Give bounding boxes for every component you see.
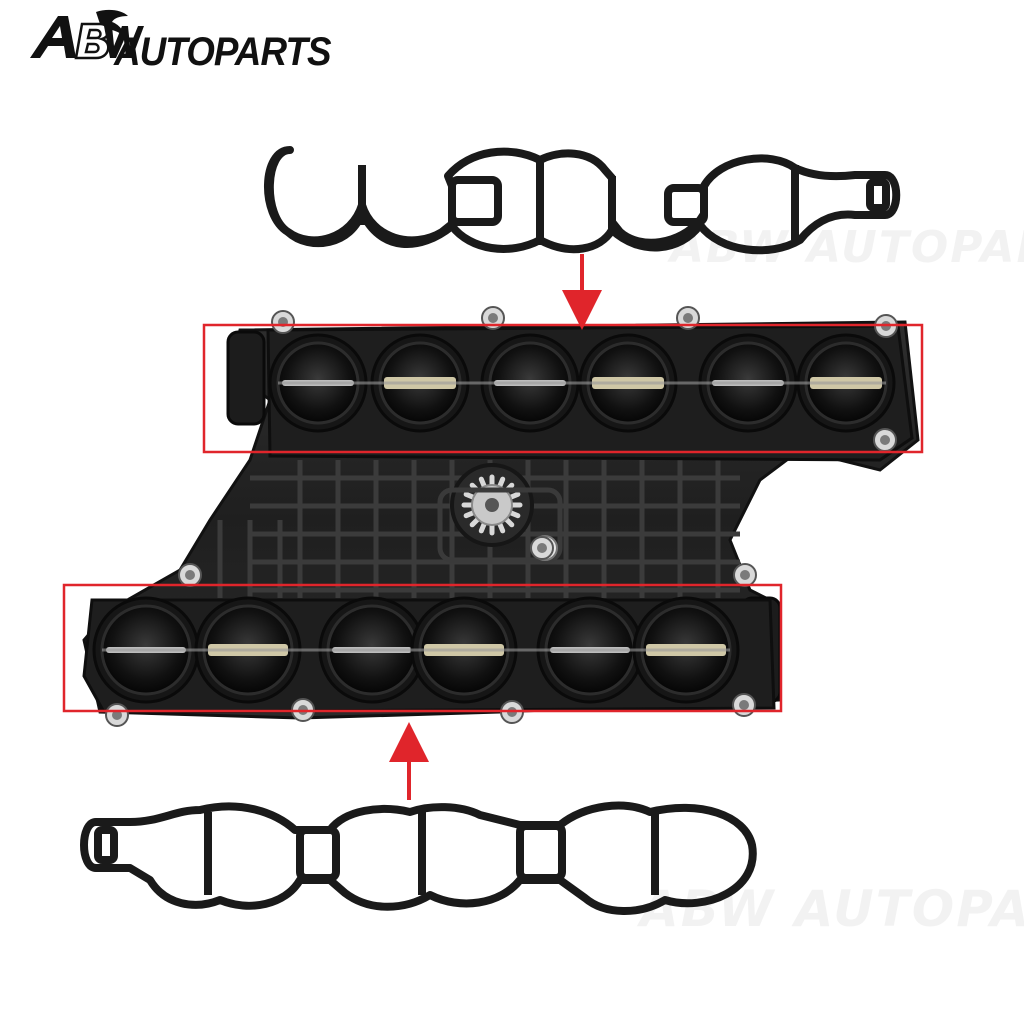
bolt-1: [271, 310, 295, 334]
bolt-8: [105, 703, 129, 727]
bolt-5: [873, 428, 897, 452]
bolt-7: [733, 563, 757, 587]
lower-port-highlight-box: [62, 583, 783, 713]
lower-port-2: [194, 596, 302, 704]
bolt-12: [530, 536, 554, 560]
intake-manifold: [82, 306, 920, 727]
brand-logo-mark: [30, 9, 144, 60]
lower-intake-gasket: [80, 801, 757, 915]
bolt-6: [178, 563, 202, 587]
brand-logo-text: AUTOPARTS: [114, 30, 332, 74]
bolt-2: [481, 306, 505, 330]
bolt-11: [732, 693, 756, 717]
upper-intake-gasket: [264, 146, 901, 255]
bolt-3: [676, 306, 700, 330]
